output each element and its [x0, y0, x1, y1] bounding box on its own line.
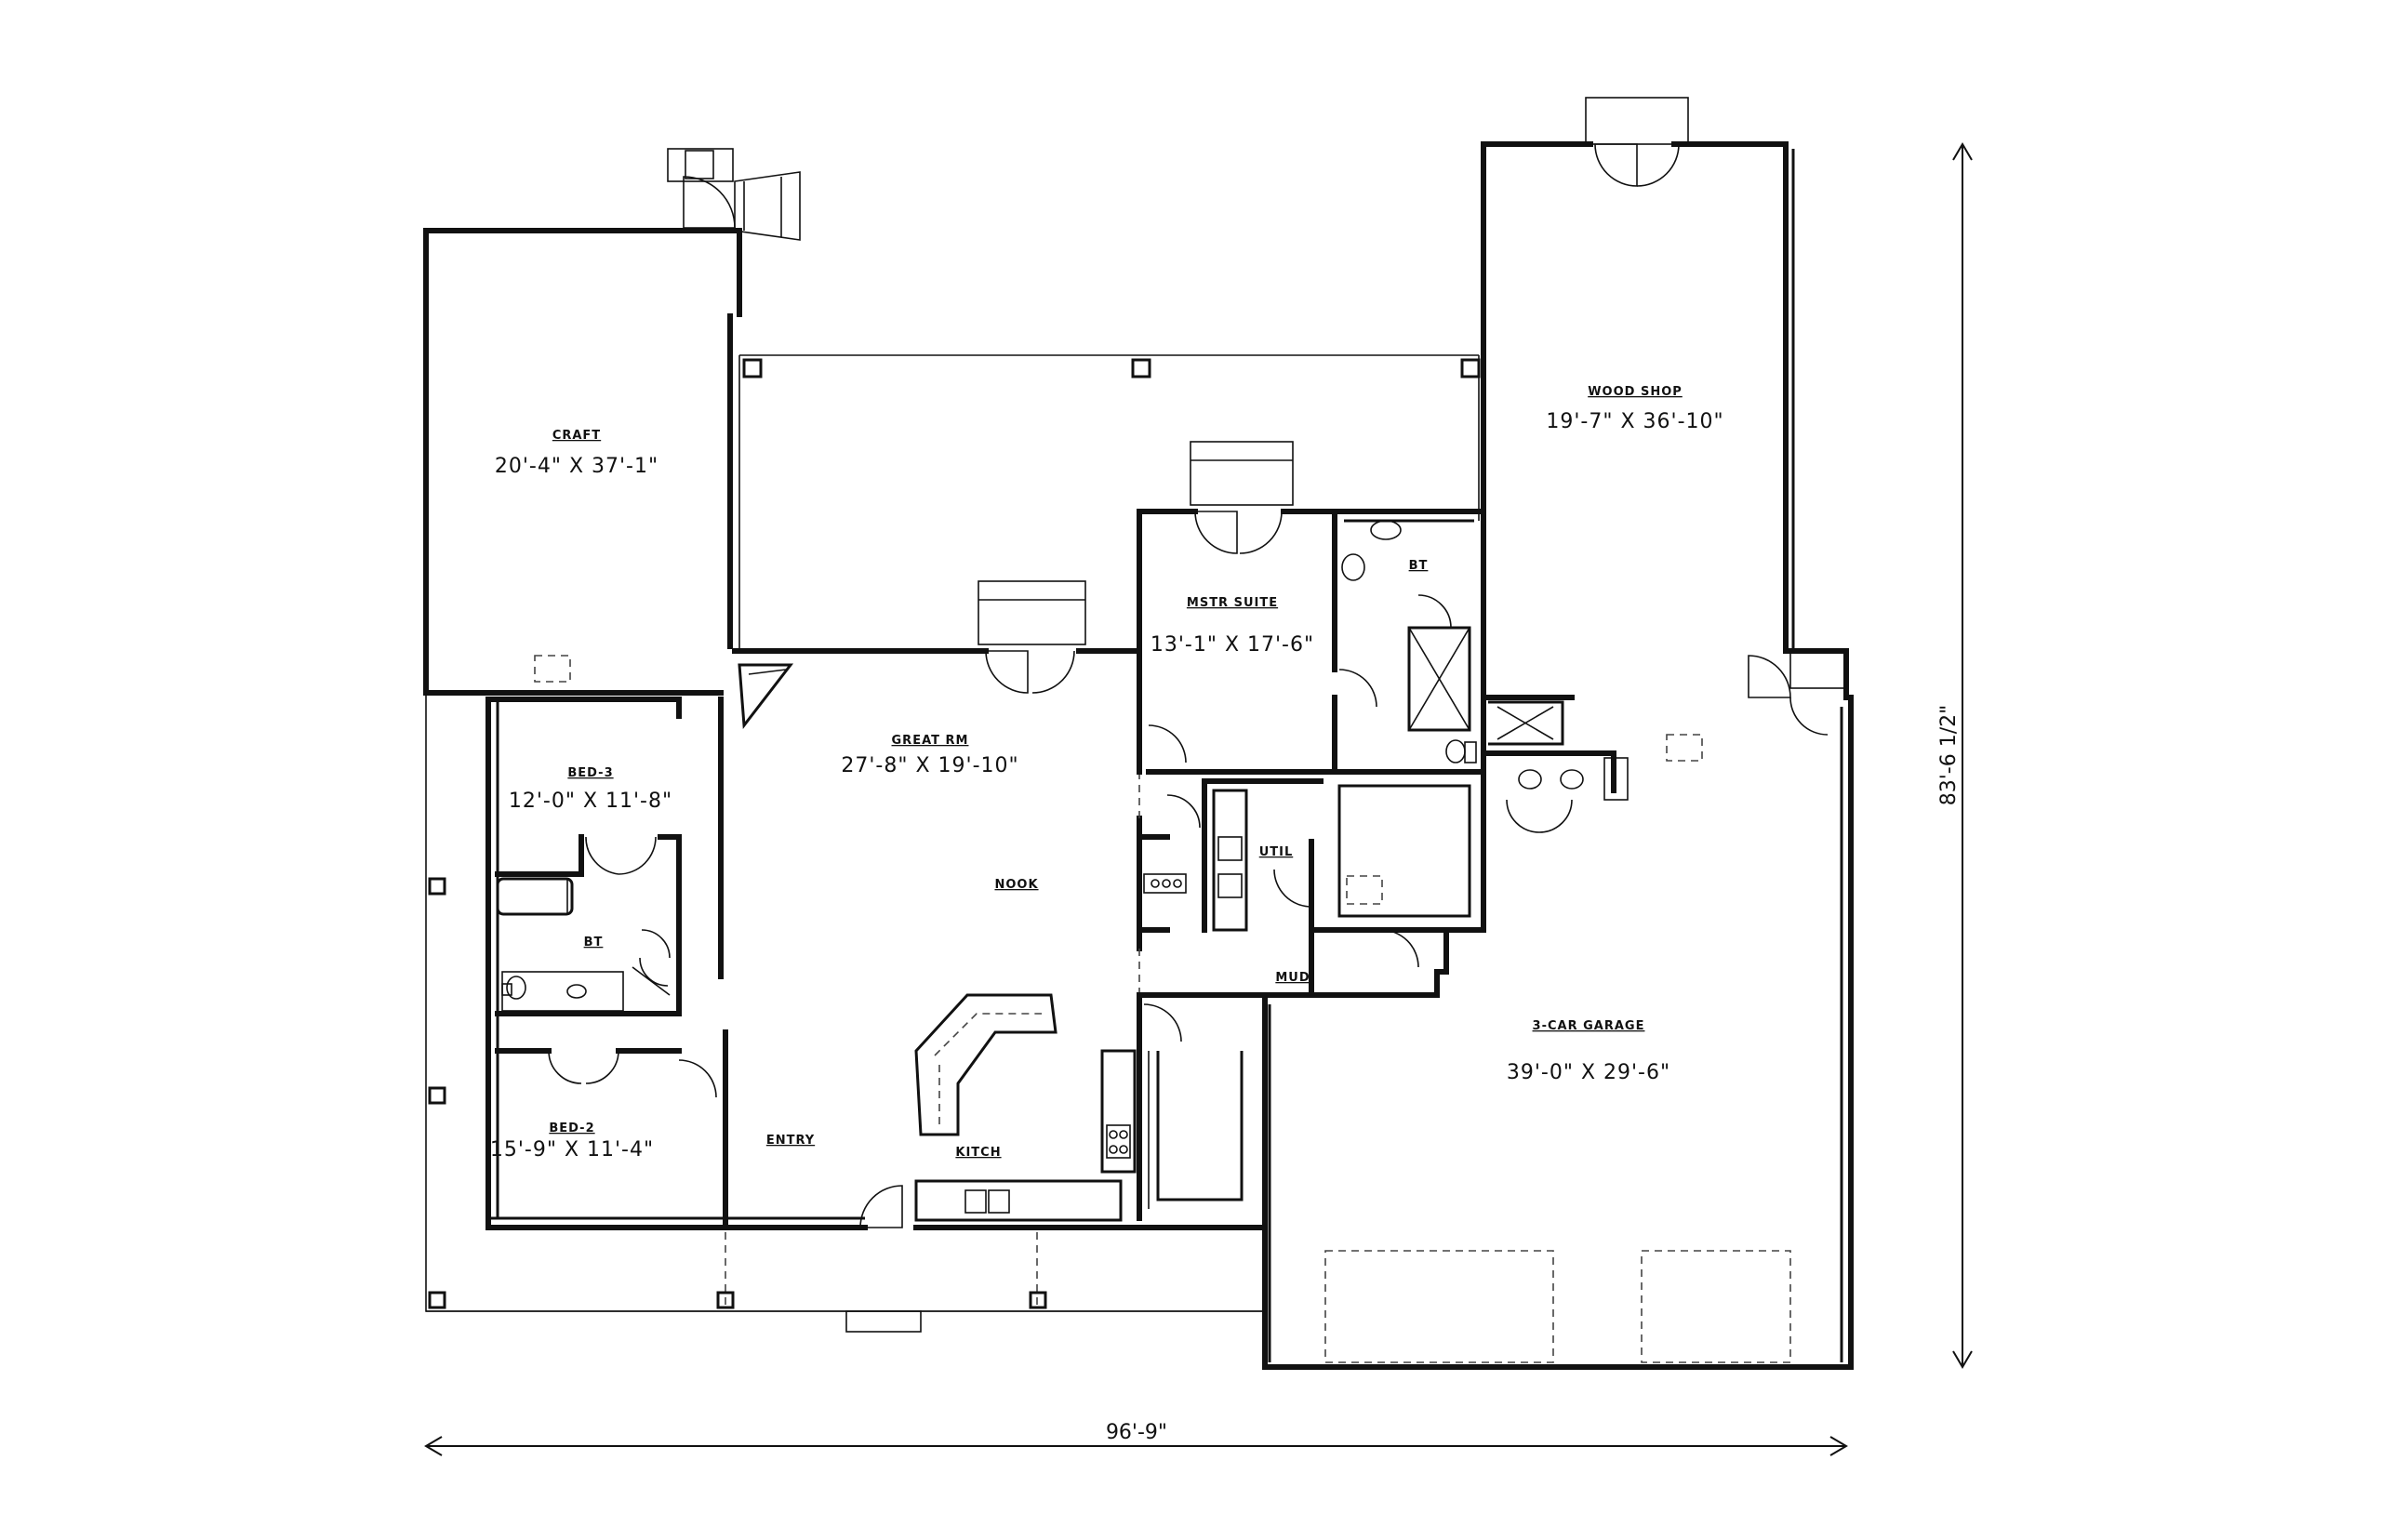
bed2-label: BED-2 — [549, 1122, 594, 1135]
mstr-suite-size: 13'-1" X 17'-6" — [1151, 633, 1314, 657]
great-room — [859, 580, 1140, 1228]
wood-shop — [1481, 97, 1795, 698]
master-bath — [1332, 509, 1486, 784]
nook-label: NOOK — [994, 878, 1038, 892]
depth-dimension — [1952, 142, 1973, 1369]
covered-patio — [738, 354, 1481, 651]
width-dimension — [424, 1436, 1848, 1456]
kitch-label: KITCH — [955, 1146, 1001, 1160]
util-label: UTIL — [1259, 845, 1294, 859]
mstr-bath-label: BT — [1409, 559, 1429, 573]
width-dimension-label: 96'-9" — [1106, 1421, 1167, 1444]
depth-dimension-label: 83'-6 1/2" — [1937, 705, 1961, 806]
mud-label: MUD — [1275, 971, 1310, 985]
craft-size: 20'-4" X 37'-1" — [495, 455, 658, 478]
bed3-label: BED-3 — [567, 766, 613, 780]
bed2-size: 15'-9" X 11'-4" — [490, 1138, 654, 1162]
bed3-size: 12'-0" X 11'-8" — [509, 790, 672, 813]
garage — [1262, 648, 1854, 1370]
bed-2 — [495, 1048, 717, 1098]
mstr-suite-label: MSTR SUITE — [1187, 596, 1278, 610]
great-rm-label: GREAT RM — [892, 734, 969, 748]
wood-shop-size: 19'-7" X 36'-10" — [1546, 410, 1723, 433]
great-rm-size: 27'-8" X 19'-10" — [841, 754, 1018, 777]
master-closet — [1309, 769, 1486, 933]
garage-label: 3-CAR GARAGE — [1533, 1019, 1645, 1033]
garage-size: 39'-0" X 29'-6" — [1507, 1061, 1670, 1084]
front-porch — [426, 877, 1265, 1333]
craft-label: CRAFT — [552, 429, 601, 443]
bath-2 — [495, 927, 682, 1016]
bed-3 — [495, 834, 682, 933]
bath2-label: BT — [584, 936, 604, 949]
craft-room — [423, 148, 801, 696]
shop-bath — [1481, 695, 1703, 833]
wood-shop-label: WOOD SHOP — [1588, 385, 1683, 399]
main-house-walls — [425, 648, 1268, 1312]
entry-label: ENTRY — [766, 1134, 815, 1148]
